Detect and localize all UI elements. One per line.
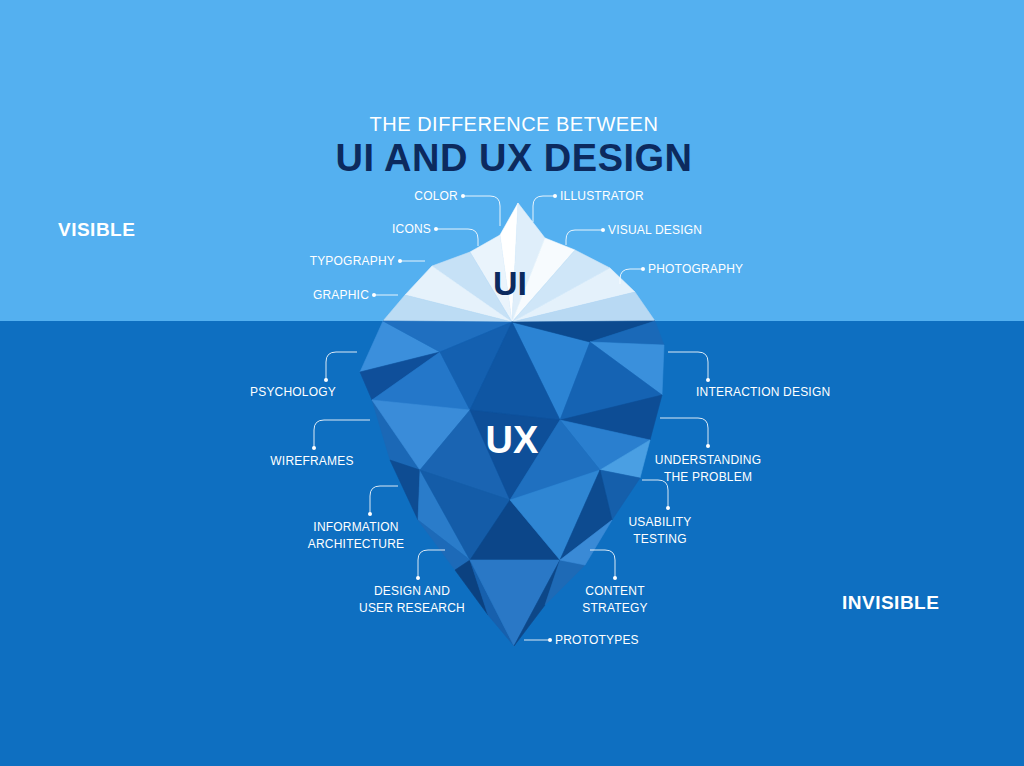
label-holder: WIREFRAMES	[270, 453, 353, 470]
leader-dot	[613, 576, 617, 580]
callout-label: PSYCHOLOGY	[250, 384, 336, 401]
label-holder: UNDERSTANDING THE PROBLEM	[652, 452, 764, 486]
leader-dot	[706, 378, 710, 382]
callout-label: COLOR	[414, 188, 458, 205]
leader-line	[370, 486, 398, 514]
label-holder: USABILITY TESTING	[618, 514, 702, 548]
label-holder: COLOR	[414, 188, 458, 205]
callout-label: USABILITY TESTING	[618, 514, 702, 548]
iceberg-facet	[545, 560, 585, 605]
leader-line	[436, 229, 478, 246]
title-holder: UI AND UX DESIGN	[335, 137, 692, 180]
leader-dot	[434, 227, 438, 231]
label-holder: INTERACTION DESIGN	[696, 384, 830, 401]
label-holder: PSYCHOLOGY	[250, 384, 336, 401]
label-holder: INFORMATION ARCHITECTURE	[304, 519, 408, 553]
leader-line	[314, 420, 370, 448]
leader-line	[463, 196, 500, 226]
iceberg-facet	[418, 520, 470, 570]
label-holder: TYPOGRAPHY	[310, 253, 395, 270]
leader-line	[668, 352, 708, 380]
iceberg-facet	[383, 295, 512, 322]
callout-label: INFORMATION ARCHITECTURE	[304, 519, 408, 553]
label-holder: ILLUSTRATOR	[560, 188, 644, 205]
label-holder: CONTENT STRATEGY	[573, 583, 657, 617]
callout-label: UNDERSTANDING THE PROBLEM	[652, 452, 764, 486]
leader-line	[660, 418, 708, 446]
leader-line	[590, 550, 615, 578]
callout-label: PHOTOGRAPHY	[648, 261, 743, 278]
leader-dot	[368, 512, 372, 516]
iceberg-facet	[560, 520, 612, 565]
label-holder: INVISIBLE	[842, 592, 939, 614]
leader-dot	[461, 194, 465, 198]
label-holder: VISUAL DESIGN	[608, 222, 702, 239]
callout-label: WIREFRAMES	[270, 453, 353, 470]
callout-label: INTERACTION DESIGN	[696, 384, 830, 401]
label-holder: THE DIFFERENCE BETWEEN	[370, 113, 659, 136]
leader-dot	[553, 194, 557, 198]
leader-line	[326, 352, 357, 380]
water-band	[0, 321, 1024, 766]
iceberg-facet	[512, 292, 655, 322]
iceberg-facets	[360, 203, 664, 646]
label-holder: PROTOTYPES	[555, 632, 639, 649]
leader-line	[642, 480, 668, 508]
sky-band	[0, 0, 1024, 321]
leader-dot	[666, 506, 670, 510]
callout-label: VISUAL DESIGN	[608, 222, 702, 239]
leader-dot	[416, 576, 420, 580]
subtitle: THE DIFFERENCE BETWEEN	[370, 113, 659, 136]
label-holder: VISIBLE	[58, 219, 135, 241]
label-holder: GRAPHIC	[313, 287, 369, 304]
callout-label: ICONS	[392, 221, 431, 238]
leader-line	[418, 550, 445, 578]
callout-label: TYPOGRAPHY	[310, 253, 395, 270]
label-holder: PHOTOGRAPHY	[648, 261, 743, 278]
leader-dot	[601, 228, 605, 232]
leader-dot	[312, 446, 316, 450]
leader-dot	[398, 259, 402, 263]
zone-label: INVISIBLE	[842, 592, 939, 614]
callout-label: CONTENT STRATEGY	[573, 583, 657, 617]
leader-line	[620, 269, 643, 284]
leader-dot	[548, 638, 552, 642]
part-label: UX	[486, 419, 539, 462]
iceberg-facet	[514, 560, 560, 646]
callout-label: ILLUSTRATOR	[560, 188, 644, 205]
iceberg-facet	[590, 321, 664, 345]
leader-line	[374, 295, 398, 296]
callout-label: GRAPHIC	[313, 287, 369, 304]
callout-label: PROTOTYPES	[555, 632, 639, 649]
iceberg-part: UI	[489, 262, 531, 305]
leader-dot	[372, 293, 376, 297]
label-holder: ICONS	[392, 221, 431, 238]
callout-label: DESIGN AND USER RESEARCH	[357, 583, 467, 617]
label-holder: DESIGN AND USER RESEARCH	[357, 583, 467, 617]
leader-line	[524, 640, 550, 641]
title: UI AND UX DESIGN	[335, 137, 692, 180]
iceberg-part: UX	[482, 417, 543, 464]
leader-line	[566, 230, 603, 245]
leader-line	[533, 196, 555, 222]
leader-line	[400, 261, 425, 262]
part-label: UI	[493, 264, 527, 303]
leader-dot	[324, 378, 328, 382]
leader-dot	[641, 267, 645, 271]
leader-dot	[706, 444, 710, 448]
iceberg-facet	[470, 322, 560, 420]
iceberg-facet	[390, 460, 420, 520]
zone-label: VISIBLE	[58, 219, 135, 241]
